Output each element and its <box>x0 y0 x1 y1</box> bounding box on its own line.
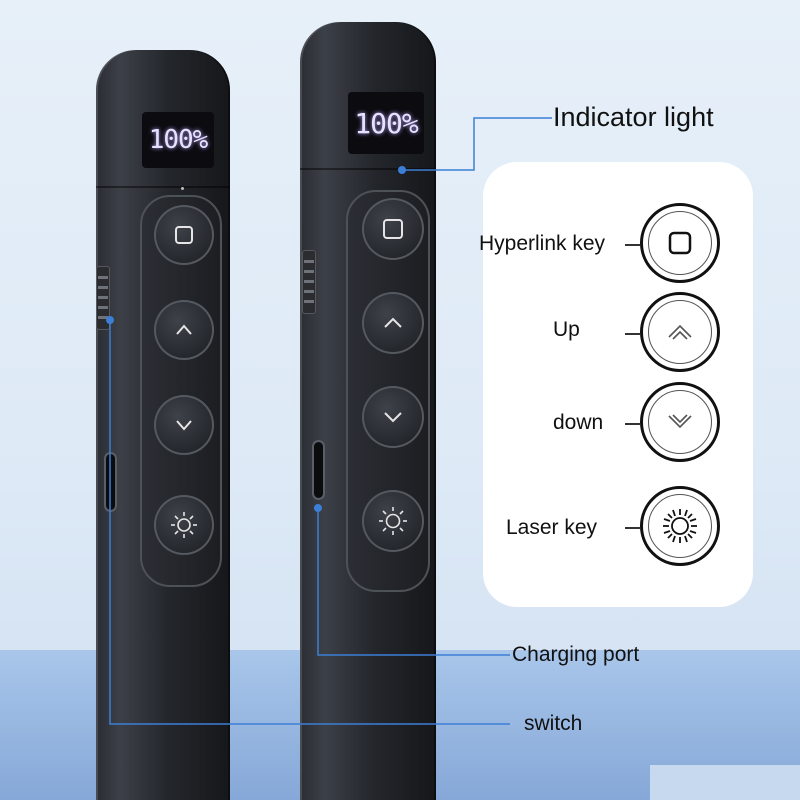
legend-up-key <box>640 292 720 372</box>
laser-key-button <box>154 495 214 555</box>
legend-down-key <box>640 382 720 462</box>
switch-label: switch <box>524 712 583 735</box>
chevron-up-icon <box>668 324 692 340</box>
indicator-led <box>181 187 184 190</box>
up-button <box>154 300 214 360</box>
up-tick <box>625 333 640 335</box>
legend-laser-key <box>640 486 720 566</box>
hyperlink-key-label: Hyperlink key <box>479 232 606 255</box>
power-switch <box>302 250 316 314</box>
battery-display: 100% <box>142 112 214 168</box>
charging-leader <box>317 508 510 656</box>
laser-tick <box>625 527 640 529</box>
charging-port-label: Charging port <box>512 643 640 666</box>
switch-dot <box>106 316 114 324</box>
chevron-up-icon <box>384 317 402 328</box>
presenter-left: 100% <box>96 50 230 800</box>
battery-percent: 100% <box>148 125 209 155</box>
up-label: Up <box>553 318 580 341</box>
battery-percent: 100% <box>354 106 418 140</box>
chevron-down-icon <box>384 412 402 423</box>
presenter-right: 100% <box>300 22 436 800</box>
laser-key-label: Laser key <box>506 516 598 539</box>
hyperlink-tick <box>625 244 640 246</box>
down-label: down <box>553 411 604 434</box>
indicator-leader <box>402 117 552 171</box>
sun-icon <box>663 509 697 543</box>
legend-hyperlink-key <box>640 203 720 283</box>
usb-c-port <box>314 442 323 498</box>
sun-icon <box>379 507 407 535</box>
cap-seam <box>300 168 436 170</box>
desk-edge <box>650 765 800 800</box>
cap-seam <box>96 186 230 188</box>
laser-key-button <box>362 490 424 552</box>
down-tick <box>625 423 640 425</box>
square-icon <box>668 231 692 255</box>
power-switch <box>96 266 110 330</box>
up-button <box>362 292 424 354</box>
hyperlink-key-button <box>362 198 424 260</box>
chevron-up-icon <box>176 324 192 335</box>
charging-dot <box>314 504 322 512</box>
chevron-down-icon <box>668 414 692 429</box>
down-button <box>154 395 214 455</box>
square-icon <box>175 226 193 244</box>
sun-icon <box>171 512 197 538</box>
square-icon <box>383 219 403 239</box>
switch-leader <box>109 320 510 725</box>
chevron-down-icon <box>176 420 192 431</box>
indicator-dot <box>398 166 406 174</box>
down-button <box>362 386 424 448</box>
battery-display: 100% <box>348 92 424 154</box>
hyperlink-key-button <box>154 205 214 265</box>
indicator-light-label: Indicator light <box>553 102 714 132</box>
